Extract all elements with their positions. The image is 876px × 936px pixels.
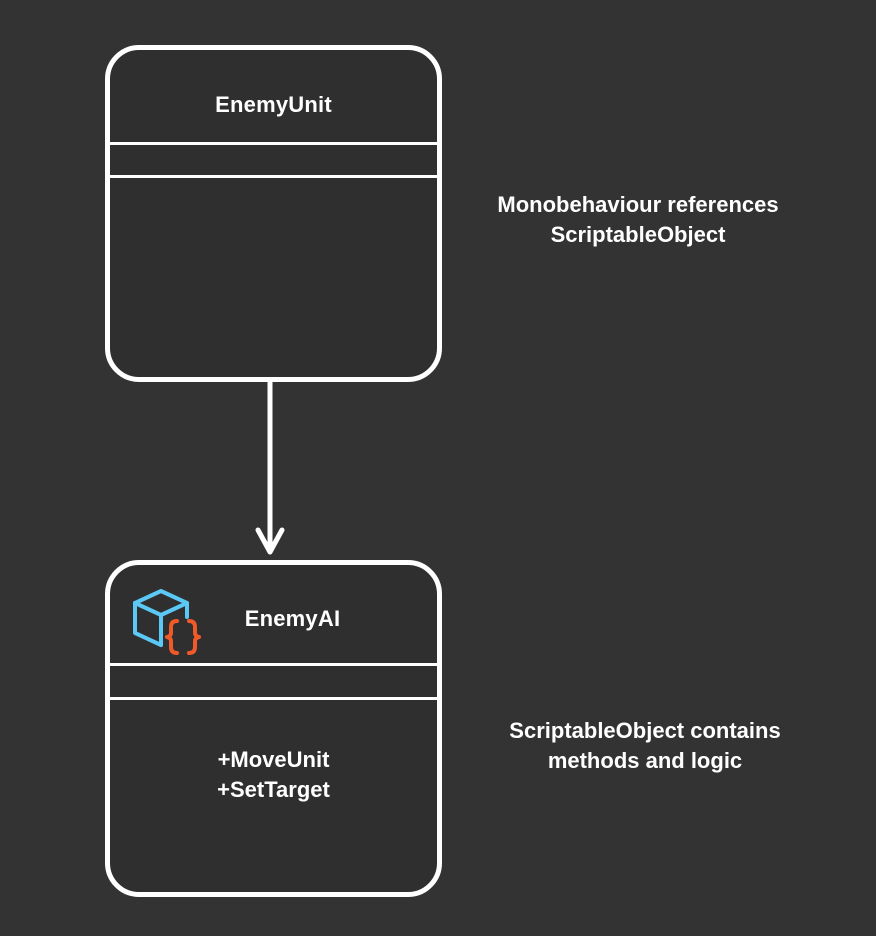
method-settarget: +SetTarget	[217, 777, 330, 802]
note-line: methods and logic	[547, 748, 743, 773]
braces-icon	[165, 619, 201, 655]
class-box-enemyai: EnemyAI +MoveUnit +SetTarget	[105, 560, 442, 897]
class-divider-bottom	[110, 175, 437, 178]
scriptable-object-icon	[133, 589, 201, 655]
note-monobehaviour: Monobehaviour references ScriptableObjec…	[462, 190, 814, 250]
cube-icon	[133, 589, 189, 647]
class-divider-top	[110, 663, 437, 666]
class-name-enemyunit: EnemyUnit	[215, 92, 332, 117]
method-list: +MoveUnit +SetTarget	[110, 745, 437, 805]
class-divider-top	[110, 142, 437, 145]
note-line: ScriptableObject	[550, 222, 726, 247]
class-box-enemyunit: EnemyUnit	[105, 45, 442, 382]
arrow-head	[255, 527, 285, 555]
method-moveunit: +MoveUnit	[217, 747, 330, 772]
class-name-enemyai: EnemyAI	[244, 606, 341, 631]
note-line: Monobehaviour references	[497, 192, 779, 217]
note-line: ScriptableObject contains	[509, 718, 781, 743]
class-divider-bottom	[110, 697, 437, 700]
note-scriptableobject: ScriptableObject contains methods and lo…	[472, 716, 818, 776]
